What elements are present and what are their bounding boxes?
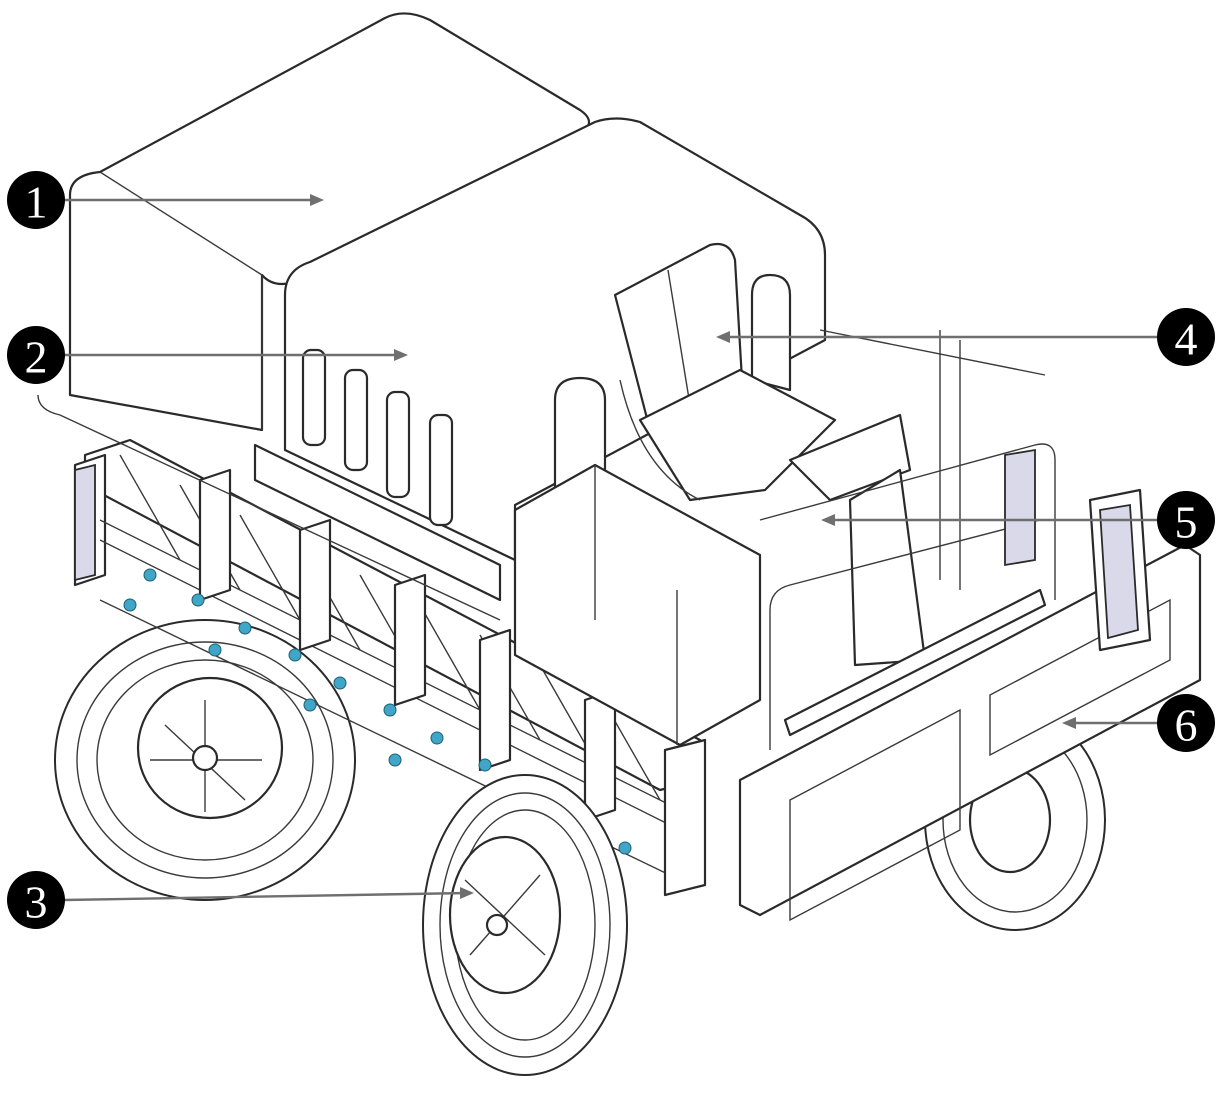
callout-5: 5 xyxy=(1157,491,1215,549)
arrowhead-2 xyxy=(394,349,408,361)
arrowhead-1 xyxy=(310,194,324,206)
callout-4: 4 xyxy=(1157,308,1215,366)
callout-1: 1 xyxy=(7,171,65,229)
sprayer-machine-drawing xyxy=(37,12,1202,1076)
callout-5-number: 5 xyxy=(1175,497,1198,548)
callout-markers: 1 2 3 4 5 6 xyxy=(7,171,1215,929)
callout-6-disc xyxy=(1157,694,1215,752)
callout-3: 3 xyxy=(7,871,65,929)
leader-lines xyxy=(63,194,1158,902)
callout-1-number: 1 xyxy=(25,177,48,228)
front-wheel xyxy=(422,774,628,1076)
arrowhead-6 xyxy=(1062,717,1076,729)
leader-line-3 xyxy=(63,891,469,902)
tank-1 xyxy=(37,12,591,621)
callout-6-number: 6 xyxy=(1175,700,1198,751)
callout-4-disc xyxy=(1157,308,1215,366)
control-box xyxy=(513,463,762,747)
callout-1-disc xyxy=(7,171,65,229)
tank-2 xyxy=(253,117,827,602)
callout-2-number: 2 xyxy=(25,332,48,383)
arrowhead-5 xyxy=(821,514,835,526)
callout-2: 2 xyxy=(7,326,65,384)
callout-3-number: 3 xyxy=(25,877,48,928)
arrowhead-4 xyxy=(716,331,730,343)
spray-boom-frame xyxy=(73,438,707,897)
callout-4-number: 4 xyxy=(1175,314,1198,365)
callout-6: 6 xyxy=(1157,694,1215,752)
arrowhead-3 xyxy=(460,887,474,899)
callout-3-disc xyxy=(7,871,65,929)
rear-left-wheel xyxy=(54,619,356,901)
callout-2-disc xyxy=(7,326,65,384)
callout-5-disc xyxy=(1157,491,1215,549)
